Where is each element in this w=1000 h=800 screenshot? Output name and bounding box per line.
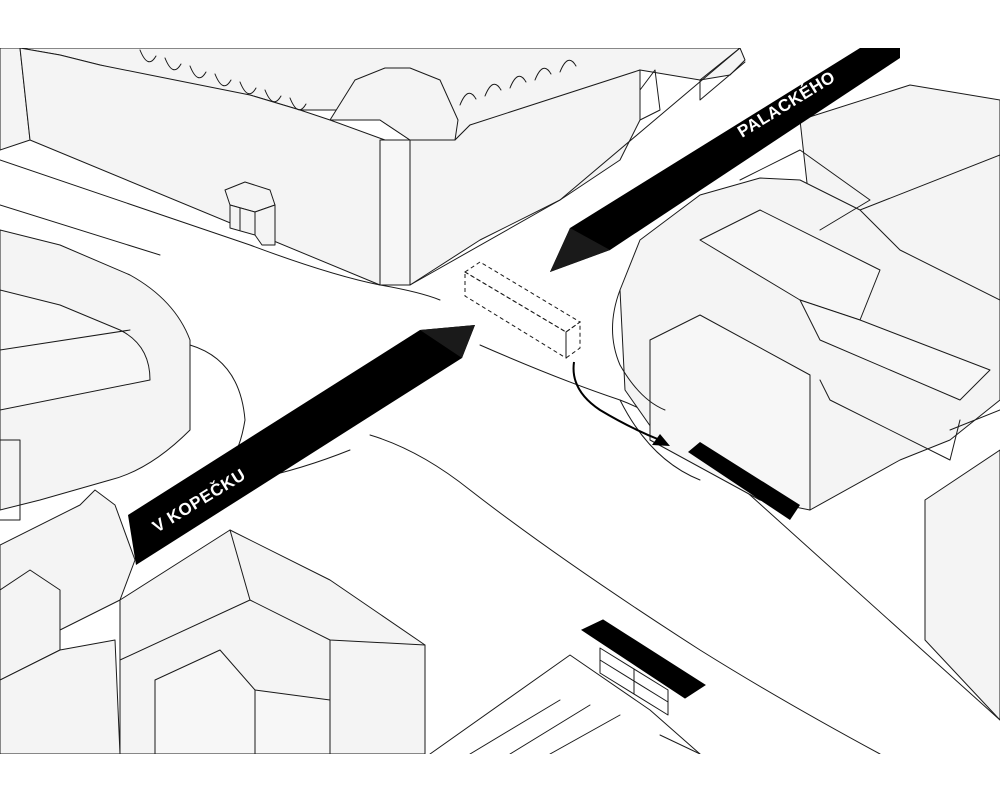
buildings-right [612, 84, 1000, 721]
building-top-left [0, 48, 746, 286]
relocated-object-outline [464, 261, 581, 359]
movement-arrow [572, 361, 670, 446]
street-band-palackeho [550, 48, 900, 272]
street-band-v-kopecku [128, 325, 475, 565]
buildings-bottom-left [0, 489, 426, 754]
bus-shelter [580, 619, 706, 716]
building-left [0, 229, 246, 521]
tram-stop-platform [688, 442, 800, 520]
plaza-lines [429, 654, 701, 754]
